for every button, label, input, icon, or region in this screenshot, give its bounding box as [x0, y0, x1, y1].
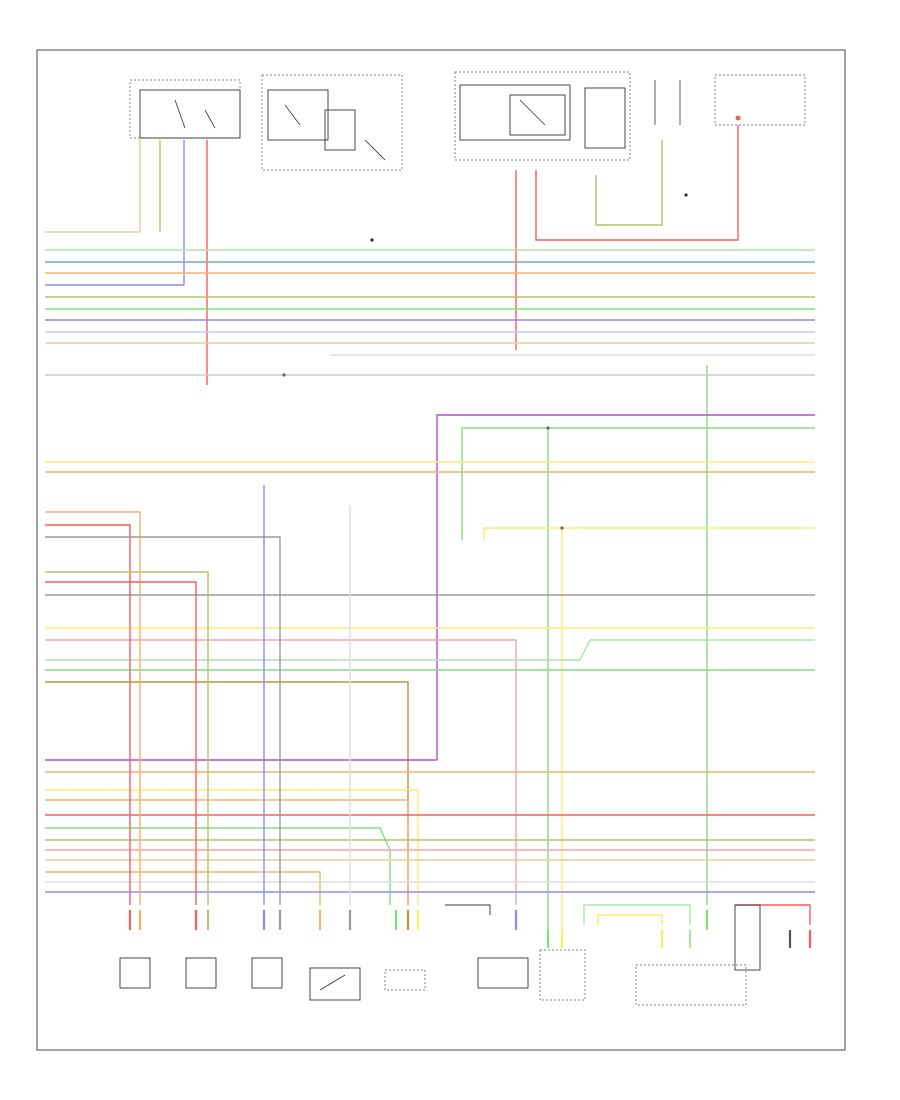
top-left-connector	[129, 79, 241, 139]
fuel-tank-unit	[654, 80, 681, 125]
top-vertical-wires	[139, 125, 739, 905]
bus-wires-middle	[45, 414, 815, 930]
splice-dots	[282, 193, 688, 530]
bottom-components	[119, 904, 792, 1006]
top-relay-box	[261, 74, 403, 171]
fuel-pump-module	[454, 71, 631, 161]
bus-wires-lower	[45, 759, 815, 905]
bus-wires-upper	[45, 231, 815, 376]
pin-stubs	[128, 910, 812, 948]
diagram-frame	[36, 49, 846, 1051]
right-top-component	[714, 74, 806, 126]
component-drops	[45, 485, 811, 925]
